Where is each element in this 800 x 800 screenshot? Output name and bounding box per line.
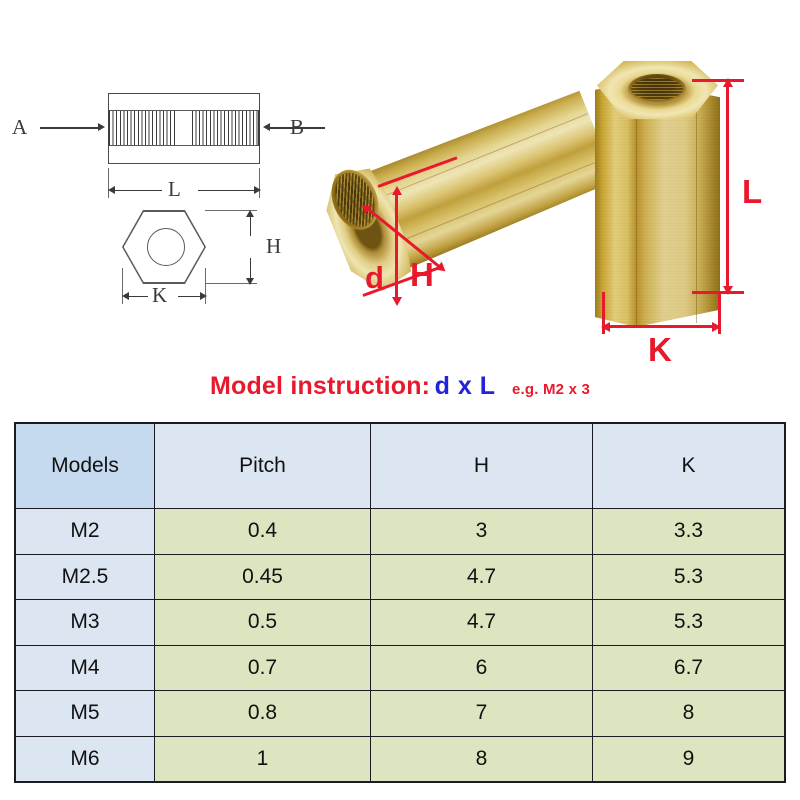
standing-nut-edge-right: [696, 85, 698, 323]
hexagon-bore-circle: [147, 228, 185, 266]
extension-line-k-right: [205, 268, 207, 304]
extension-line-l-left: [108, 168, 110, 198]
standing-nut-threaded-bore: [628, 74, 686, 104]
column-header-k: K: [592, 422, 786, 509]
dim-arrow-h-photo-down: [391, 297, 402, 306]
cell-model: M6: [14, 735, 155, 783]
dim-line-k-photo: [607, 325, 715, 328]
brass-coupling-nut-lying: [298, 46, 642, 340]
dim-arrow-h-photo-up: [391, 186, 402, 195]
model-instruction-formula: d x L: [434, 372, 496, 400]
cell-model: M2.5: [14, 553, 155, 600]
thread-relief-gap: [176, 111, 190, 145]
dim-label-k-photo: K: [648, 331, 672, 368]
cell-model: M5: [14, 690, 155, 737]
extension-line-l-right: [259, 168, 261, 198]
dim-label-d-photo: d: [365, 260, 384, 295]
dim-arrow-k-photo-left: [601, 321, 610, 332]
cell-pitch: 0.7: [154, 644, 371, 691]
cell-k: 3.3: [592, 508, 786, 555]
dim-line-k-right-half: [178, 290, 207, 303]
cell-model: M4: [14, 644, 155, 691]
ext-line-l-photo-top: [692, 79, 744, 82]
cell-k: 5.3: [592, 599, 786, 646]
dim-line-h-upper-half: [244, 209, 257, 236]
extension-line-h-top: [205, 210, 257, 212]
callout-arrow-b: [263, 124, 325, 131]
dim-label-k: K: [152, 283, 168, 307]
dim-label-h-photo: H: [410, 256, 434, 293]
ext-line-k-photo-right: [718, 292, 721, 334]
column-header-h: H: [370, 422, 593, 509]
model-instruction-example: e.g. M2 x 3: [511, 381, 591, 398]
dim-arrow-k-photo-right: [712, 321, 721, 332]
cell-pitch: 0.45: [154, 553, 371, 600]
cell-k: 9: [592, 735, 786, 783]
cell-model: M2: [14, 508, 155, 555]
cell-model: M3: [14, 599, 155, 646]
bore-end-right: [258, 110, 260, 146]
dim-label-l: L: [168, 177, 181, 201]
callout-arrow-a: [40, 124, 105, 131]
column-header-pitch: Pitch: [154, 422, 371, 509]
dim-line-l-right-half: [198, 184, 261, 197]
cell-pitch: 0.8: [154, 690, 371, 737]
model-instruction-prefix: Model instruction:: [209, 372, 431, 400]
cell-pitch: 0.5: [154, 599, 371, 646]
dim-arrow-l-photo-up: [722, 78, 733, 87]
dim-line-k-left-half: [121, 290, 148, 303]
standing-nut-edge-left: [636, 87, 638, 325]
cell-h: 4.7: [370, 553, 593, 600]
cell-h: 7: [370, 690, 593, 737]
dim-label-h: H: [266, 234, 282, 258]
dim-line-l-photo: [726, 84, 729, 290]
dim-line-l-left-half: [107, 184, 162, 197]
dim-line-h-lower-half: [244, 258, 257, 285]
table-header-row: Models Pitch H K: [14, 422, 786, 509]
cell-k: 8: [592, 690, 786, 737]
cell-pitch: 1: [154, 735, 371, 783]
cell-h: 8: [370, 735, 593, 783]
column-header-models: Models: [14, 422, 155, 509]
dim-label-l-photo: L: [742, 173, 763, 210]
cell-h: 6: [370, 644, 593, 691]
product-photo: d H L K: [330, 20, 800, 380]
cell-h: 4.7: [370, 599, 593, 646]
brass-coupling-nut-standing: [595, 45, 720, 327]
cell-k: 6.7: [592, 644, 786, 691]
cell-k: 5.3: [592, 553, 786, 600]
cell-h: 3: [370, 508, 593, 555]
dim-line-h-photo: [395, 192, 398, 300]
cell-pitch: 0.4: [154, 508, 371, 555]
model-instruction: Model instruction: d x L e.g. M2 x 3: [0, 372, 800, 401]
bore-end-left: [108, 110, 110, 146]
callout-label-a: A: [12, 115, 28, 139]
extension-line-h-bottom: [205, 283, 257, 285]
technical-drawing: A B L K H: [0, 60, 330, 360]
extension-line-k-left: [122, 268, 124, 304]
standing-nut-body: [595, 80, 720, 327]
dim-arrow-l-photo-down: [722, 286, 733, 295]
ext-line-k-photo-left: [602, 292, 605, 334]
